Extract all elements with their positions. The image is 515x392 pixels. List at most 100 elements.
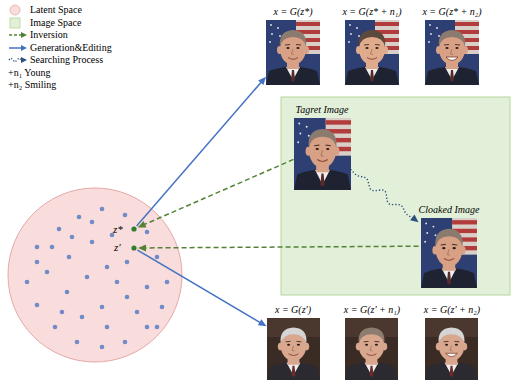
nose	[371, 346, 373, 351]
face-photo	[425, 20, 479, 85]
eye	[442, 247, 445, 249]
eyebrows	[364, 44, 380, 46]
mouth	[367, 58, 377, 60]
image-caption: Tagret Image	[296, 104, 349, 116]
flag-star	[430, 33, 432, 35]
image-caption: x = G(z* + n₁)	[342, 6, 401, 18]
nose	[447, 249, 450, 255]
legend-arrowhead	[21, 32, 27, 38]
image-node: Tagret Image	[294, 104, 351, 190]
tie	[450, 366, 454, 377]
flag-star	[277, 27, 279, 29]
latent-point	[35, 260, 40, 265]
mouth	[288, 354, 298, 356]
latent-point	[67, 255, 72, 260]
legend-sample	[8, 29, 30, 41]
legend-sample	[8, 4, 30, 16]
eyebrows	[285, 44, 301, 46]
latent-point	[77, 215, 82, 220]
tie	[320, 173, 324, 186]
suit	[267, 362, 320, 380]
flag-star	[432, 226, 434, 228]
latent-point	[75, 340, 80, 345]
flag-star	[270, 24, 272, 26]
flag-background	[294, 118, 351, 190]
legend-line-sample	[9, 35, 22, 37]
suit	[425, 67, 479, 86]
legend-arrowhead	[21, 45, 27, 51]
latent-point	[145, 230, 150, 235]
latent-point	[85, 275, 90, 280]
latent-point	[115, 280, 120, 285]
flag-star	[435, 234, 437, 236]
flag-stripe	[325, 120, 350, 124]
legend-sample	[8, 54, 30, 66]
nose	[320, 150, 323, 156]
hair	[439, 328, 465, 344]
image-node: x = G(z')	[267, 304, 320, 380]
eye	[446, 344, 449, 346]
latent-point	[160, 305, 165, 310]
tie	[370, 366, 374, 377]
eye	[366, 344, 369, 346]
flag-star	[348, 41, 350, 43]
latent-point	[145, 325, 150, 330]
image-node: x = G(z* + n₁)	[342, 6, 401, 85]
mouth	[317, 160, 328, 162]
eye	[296, 344, 299, 346]
eye	[287, 344, 290, 346]
eye	[315, 148, 318, 150]
hair	[435, 229, 462, 247]
tie	[370, 70, 374, 82]
eye	[375, 47, 378, 49]
latent-point	[80, 315, 85, 320]
suit	[425, 362, 478, 380]
arrowhead	[258, 319, 267, 326]
search-path-line	[351, 169, 414, 218]
legend-text: Inversion	[30, 29, 68, 42]
flag-star	[299, 133, 301, 135]
face-photo	[294, 118, 351, 190]
eye	[326, 148, 329, 150]
flag-star	[356, 27, 358, 29]
latent-space-circle: z*z'	[7, 187, 183, 363]
latent-point	[100, 345, 105, 350]
legend-text: Generation&Editing	[30, 42, 112, 55]
latent-circle-shape	[7, 187, 183, 363]
face-photo	[266, 20, 320, 85]
latent-point	[50, 245, 55, 250]
flag-star	[298, 123, 300, 125]
latent-point	[155, 255, 160, 260]
flag-star	[271, 33, 273, 35]
latent-point	[53, 325, 58, 330]
inversion-arrow	[138, 244, 419, 251]
latent-point	[105, 265, 110, 270]
eye	[445, 47, 448, 49]
latent-point	[135, 310, 140, 315]
latent-point	[25, 280, 30, 285]
latent-point	[70, 235, 75, 240]
image-node: x = G(z*)	[266, 6, 320, 85]
photo-background	[267, 318, 320, 380]
legend-swatch	[10, 18, 20, 28]
latent-point	[90, 220, 95, 225]
latent-point	[90, 240, 95, 245]
image-caption: x = G(z')	[275, 304, 311, 316]
latent-point	[65, 290, 70, 295]
image-caption: x = G(z* + n₂)	[422, 6, 481, 18]
legend-row: Image Space	[8, 17, 112, 30]
image-caption: Cloaked Image	[419, 204, 480, 216]
tie	[450, 70, 454, 82]
latent-code-label: z*	[113, 223, 123, 235]
connector-line	[143, 159, 293, 225]
latent-point	[35, 245, 40, 250]
eye	[453, 247, 456, 249]
flag-star	[424, 241, 426, 243]
latent-point	[123, 340, 128, 345]
hair	[439, 30, 465, 47]
flag-star	[426, 232, 428, 234]
legend-text: Searching Process	[30, 54, 103, 67]
eye	[455, 344, 458, 346]
flag-background	[425, 20, 479, 85]
legend-text: +n₂ Smiling	[8, 79, 56, 92]
